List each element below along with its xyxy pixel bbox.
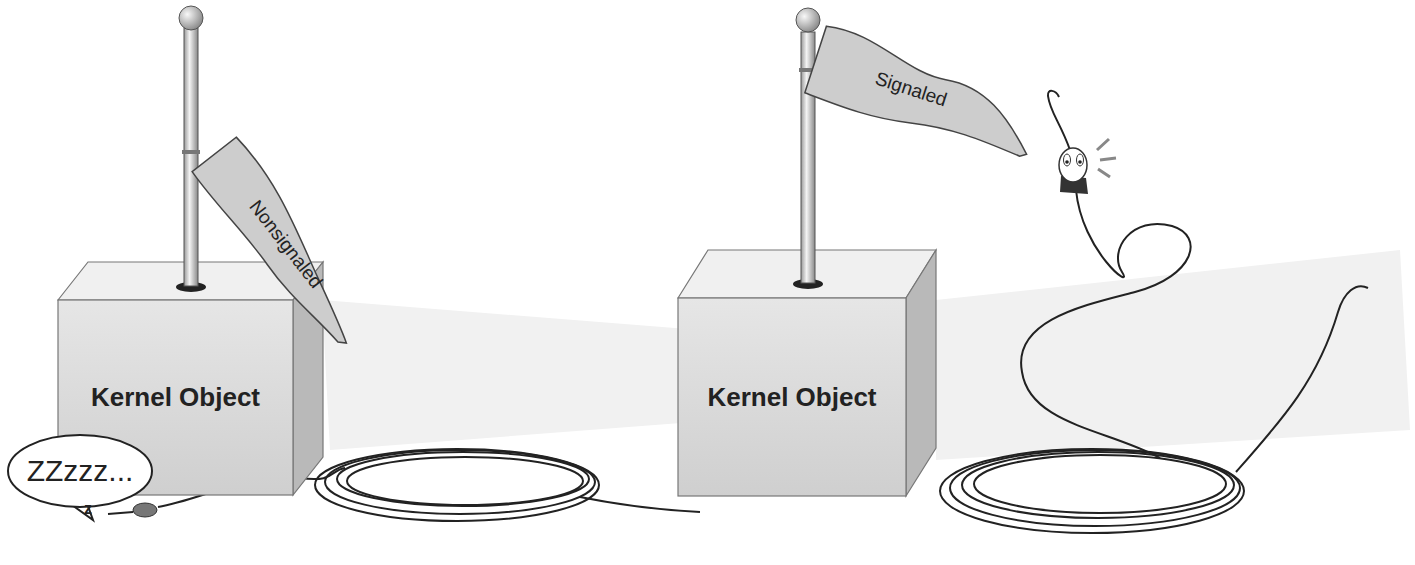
pole-ring <box>182 150 200 154</box>
flag-pole <box>176 6 206 292</box>
kernel-object-box-outline <box>678 250 938 498</box>
pole-shaft <box>184 28 198 286</box>
thread-head <box>1059 148 1087 182</box>
thread-eye <box>1077 154 1084 166</box>
thread-tail <box>108 512 133 514</box>
cube-front <box>678 298 906 496</box>
rope-coil <box>974 455 1226 513</box>
alert-marks <box>1097 139 1116 177</box>
awake-thread <box>1048 91 1116 194</box>
bubble-tail <box>65 498 93 520</box>
pole-ball <box>796 8 820 32</box>
cube-side <box>906 250 936 496</box>
pole-ball <box>179 6 203 30</box>
bubble-outline <box>8 435 152 507</box>
rope-coil <box>315 449 599 521</box>
cube-shadow <box>322 300 720 450</box>
snore-letter: z <box>84 500 92 518</box>
sleeping-thread <box>108 503 157 517</box>
thread-eye <box>1064 154 1071 166</box>
flag-text: Signaled <box>817 35 1005 144</box>
rope-coil <box>347 457 583 505</box>
flag-cloth <box>192 136 379 353</box>
sleep-bubble: ZZzzz... <box>5 432 155 524</box>
rope-line <box>580 497 700 512</box>
flag-cloth <box>804 24 1046 165</box>
rope-coil <box>337 452 589 506</box>
rope-line <box>1236 286 1368 472</box>
thread-pupil <box>1065 160 1069 164</box>
thread-pupil <box>1078 160 1082 164</box>
snore-text: ZZzzz... <box>11 440 149 502</box>
thread-body <box>1060 176 1088 194</box>
cube-shadow <box>936 250 1410 460</box>
object-name: Kernel Object <box>678 298 906 496</box>
kernel-object-box: Kernel Object <box>678 250 938 498</box>
awake-rope <box>940 190 1368 533</box>
cube-top <box>678 250 936 298</box>
state-flag: Signaled <box>805 26 1045 164</box>
rope-coil <box>962 452 1234 518</box>
rope-coil <box>940 449 1244 533</box>
rope-line <box>1021 190 1191 458</box>
thread-body <box>133 503 157 517</box>
thread-antenna <box>1048 91 1070 150</box>
